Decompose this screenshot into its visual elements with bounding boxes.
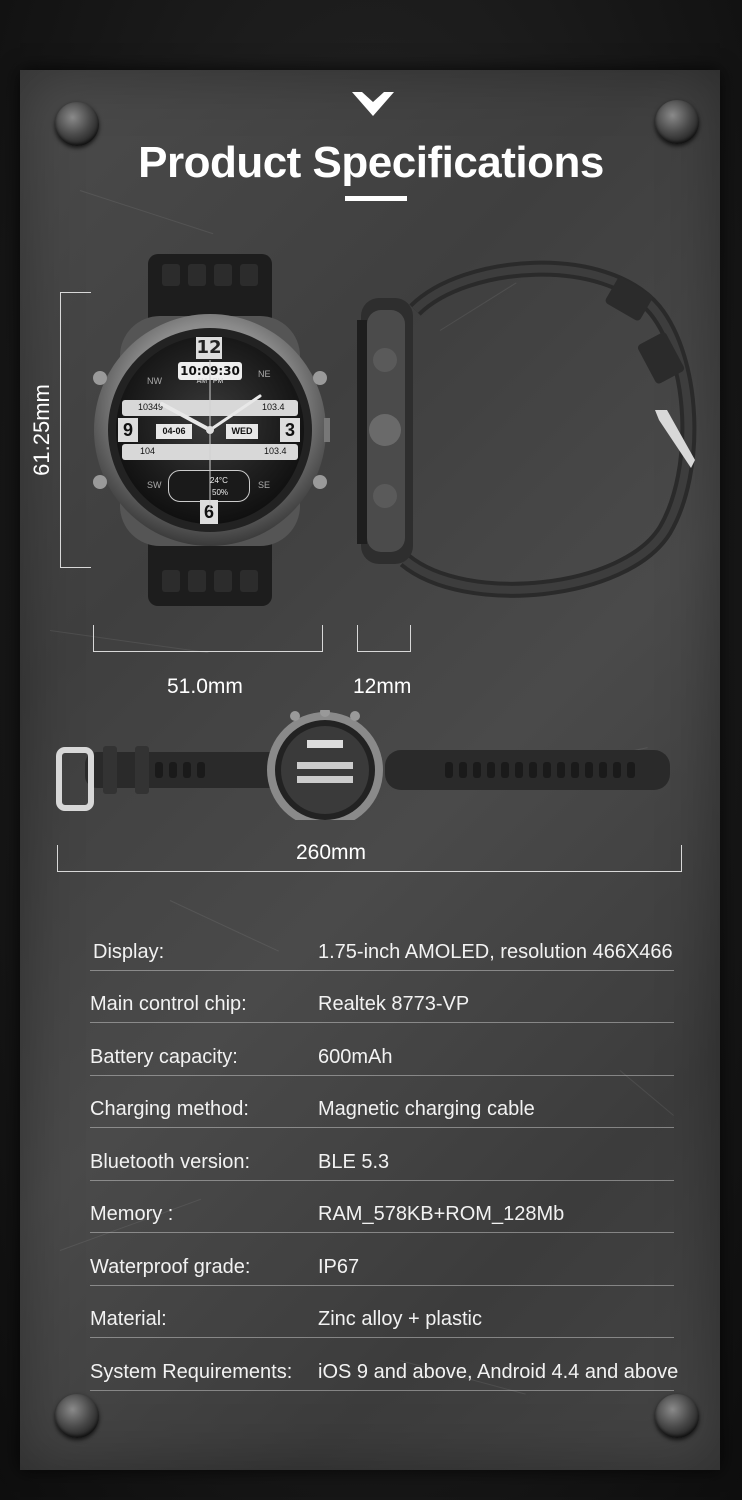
spec-row: Main control chip: Realtek 8773-VP xyxy=(90,971,674,1023)
specs-table: Display: 1.75-inch AMOLED, resolution 466… xyxy=(90,918,678,1391)
spec-row: Material: Zinc alloy + plastic xyxy=(90,1286,674,1338)
watch-numeral-12: 12 xyxy=(196,337,222,359)
thickness-dimension-line xyxy=(357,625,411,652)
watch-side-image xyxy=(357,260,697,598)
length-dimension-label: 260mm xyxy=(296,841,367,864)
spec-row: Bluetooth version: BLE 5.3 xyxy=(90,1128,674,1181)
watch-battery: 50% xyxy=(212,488,229,497)
height-dimension-line xyxy=(60,292,91,568)
width-dimension-label: 51.0mm xyxy=(167,675,243,698)
spec-label: Battery capacity: xyxy=(90,1045,238,1068)
spec-row: Battery capacity: 600mAh xyxy=(90,1023,674,1076)
watch-heart: 104 xyxy=(140,446,156,456)
watch-weekday: WED xyxy=(226,424,258,439)
width-dimension-line xyxy=(93,625,323,652)
watch-date: 04-06 xyxy=(156,424,192,439)
watch-numeral-6: 6 xyxy=(200,500,218,524)
watch-numeral-9: 9 xyxy=(118,418,138,442)
spec-label: Bluetooth version: xyxy=(90,1150,251,1173)
bolt-top-right xyxy=(655,100,699,144)
spec-label: Memory : xyxy=(90,1203,174,1225)
watch-numeral-3: 3 xyxy=(280,418,300,442)
bolt-top-left xyxy=(55,102,99,146)
watch-steps: 10349 xyxy=(138,402,164,412)
spec-label: Charging method: xyxy=(90,1098,249,1120)
watch-hands xyxy=(160,360,262,510)
spec-value: Magnetic charging cable xyxy=(318,1098,535,1120)
spec-value: Zinc alloy + plastic xyxy=(318,1308,482,1330)
height-dimension-label: 61.25mm xyxy=(29,384,54,476)
spec-value: 600mAh xyxy=(318,1045,393,1068)
watch-strap-image xyxy=(56,710,670,820)
watch-compass-se: SE xyxy=(258,480,271,490)
spec-row: Display: 1.75-inch AMOLED, resolution 466… xyxy=(90,918,674,971)
spec-value: IP67 xyxy=(318,1255,360,1278)
spec-label: Main control chip: xyxy=(90,993,247,1015)
spec-label: System Requirements: xyxy=(90,1360,293,1383)
spec-value: Realtek 8773-VP xyxy=(318,993,470,1015)
spec-label: Waterproof grade: xyxy=(90,1255,251,1278)
watch-distance-top: 103.4 xyxy=(262,402,285,412)
spec-row: System Requirements: iOS 9 and above, And… xyxy=(90,1338,678,1391)
spec-label: Display: xyxy=(93,940,165,963)
spec-row: Waterproof grade: IP67 xyxy=(90,1233,674,1286)
bolt-bottom-right xyxy=(655,1394,699,1438)
bolt-bottom-left xyxy=(55,1394,99,1438)
chevron-down-icon xyxy=(352,92,394,116)
length-dimension-line xyxy=(57,845,682,872)
watch-temperature: 24°C xyxy=(210,476,228,485)
spec-row: Charging method: Magnetic charging cable xyxy=(90,1076,674,1128)
spec-value: 1.75-inch AMOLED, resolution 466X466 xyxy=(318,940,673,963)
watch-compass-sw: SW xyxy=(147,480,162,490)
title-underline xyxy=(345,196,407,201)
watch-distance-bottom: 103.4 xyxy=(264,446,287,456)
watch-compass-ne: NE xyxy=(258,369,271,379)
watch-compass-nw: NW xyxy=(147,376,162,386)
spec-value: BLE 5.3 xyxy=(318,1150,390,1173)
page-title: Product Specifications xyxy=(138,138,604,187)
watch-weather-panel xyxy=(168,470,250,502)
spec-value: iOS 9 and above, Android 4.4 and above xyxy=(318,1360,679,1383)
spec-row: Memory : RAM_578KB+ROM_128Mb xyxy=(90,1181,674,1233)
spec-label: Material: xyxy=(90,1308,167,1330)
spec-value: RAM_578KB+ROM_128Mb xyxy=(318,1203,565,1225)
thickness-dimension-label: 12mm xyxy=(353,675,412,698)
